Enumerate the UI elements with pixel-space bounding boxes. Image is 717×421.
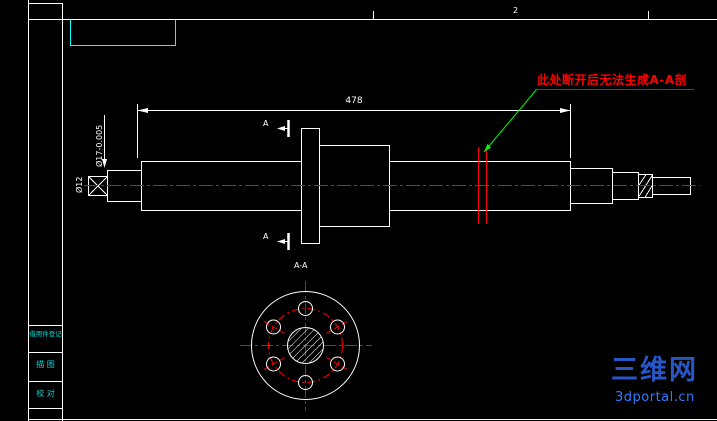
zone-box — [70, 19, 176, 46]
dia12-dimension: Ø12 — [75, 176, 84, 193]
bolt-hole — [266, 356, 281, 372]
dia17-dimension: Ø17-0.005 — [95, 124, 104, 167]
break-note: 此处断开后无法生成A-A剖 — [537, 73, 688, 87]
bolt-hole — [298, 375, 313, 390]
bolt-hole — [330, 356, 345, 372]
bolt-hole — [266, 319, 281, 335]
section-view — [240, 281, 372, 411]
length-dimension-arrows — [137, 108, 571, 113]
drawing-frame — [28, 0, 717, 421]
break-lines — [478, 147, 487, 224]
dia17-leader — [102, 115, 107, 168]
length-dimension-lines — [137, 104, 571, 158]
section-cut-marks — [277, 120, 290, 250]
note-leader-line — [483, 88, 538, 153]
title-block-row: 描 图 — [36, 360, 55, 369]
zone-label: 2 — [513, 6, 519, 15]
section-view-label: A-A — [294, 261, 308, 270]
bolt-hole — [330, 319, 345, 335]
watermark-site-name: 三维网 — [611, 355, 698, 386]
section-mark-top: A — [263, 119, 269, 128]
center-bore-hatched — [287, 327, 324, 364]
bolt-hole — [298, 301, 313, 316]
flange-outer-circle — [251, 291, 360, 400]
title-block-grid — [28, 325, 62, 409]
length-dimension: 478 — [345, 96, 363, 106]
watermark-site-url: 3dportal.cn — [615, 390, 695, 405]
title-block-row: 校 对 — [36, 389, 55, 398]
title-block-row: 借用件登记 — [29, 330, 62, 338]
section-mark-bottom: A — [263, 232, 269, 241]
bolt-circle — [268, 308, 343, 383]
